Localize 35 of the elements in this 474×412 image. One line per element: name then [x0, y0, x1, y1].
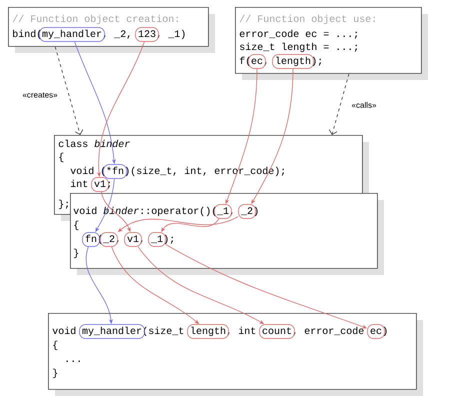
code-text: ;	[108, 182, 110, 189]
edge-label: «creates»	[22, 92, 58, 98]
code-text: bind(	[13, 30, 41, 40]
code-text: };	[59, 200, 68, 210]
code-text: // Function object creation:	[12, 14, 178, 24]
code-box	[70, 193, 384, 275]
code-box	[235, 7, 428, 80]
code-text: void (	[70, 166, 105, 176]
arrow	[328, 73, 350, 135]
circled-token: length	[272, 54, 314, 69]
code-text: }	[74, 248, 78, 258]
code-text: (size_t	[144, 326, 184, 336]
circled-token: _2	[238, 204, 256, 219]
code-text: ...	[66, 360, 80, 362]
code-text: );	[164, 234, 174, 244]
code-text: void	[52, 326, 76, 334]
code-text: error_code ec = ...;	[240, 30, 358, 39]
code-text: )	[254, 206, 258, 216]
code-text: int	[70, 180, 88, 188]
code-text: size_t length = ...;	[240, 42, 358, 52]
edge-label: «calls»	[352, 102, 376, 108]
code-box	[48, 313, 423, 396]
code-text: f(	[240, 56, 250, 66]
code-text: {	[59, 152, 64, 162]
circled-token: my_handler	[79, 324, 145, 339]
arrow	[54, 46, 84, 135]
code-text: // Function object use:	[240, 14, 375, 24]
code-text: {	[74, 220, 78, 230]
code-text: }	[53, 368, 58, 378]
code-box	[8, 7, 215, 53]
code-text: {	[53, 340, 58, 350]
code-text: );	[312, 56, 322, 66]
circled-token: ec	[367, 324, 385, 339]
code-text: )	[384, 326, 387, 336]
circled-token: _1	[148, 232, 166, 247]
